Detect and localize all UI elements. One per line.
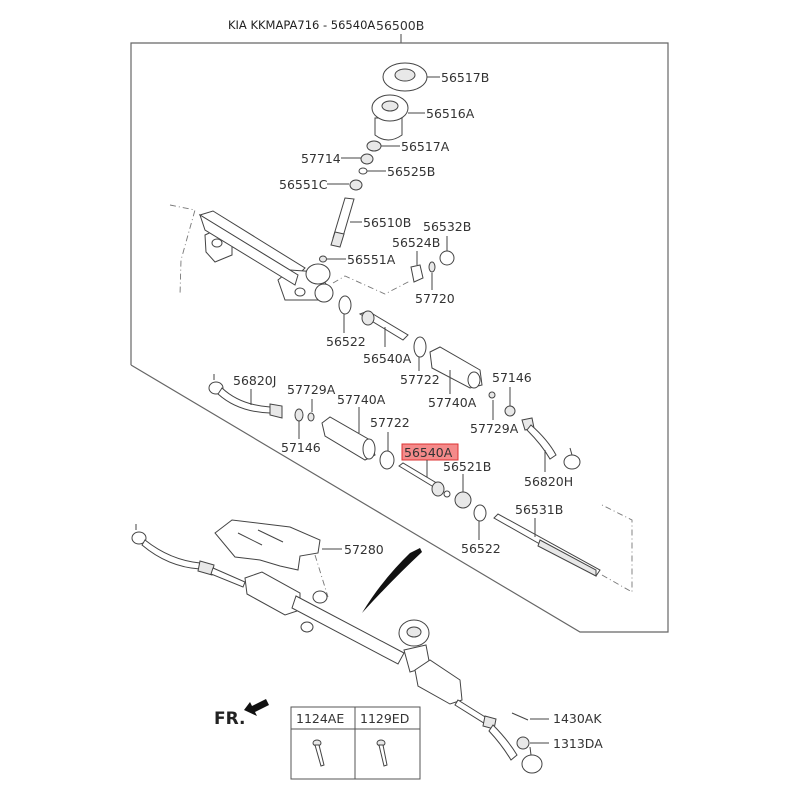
part-56525B-ring[interactable] — [358, 167, 368, 175]
part-rack-housing[interactable] — [198, 210, 334, 303]
label-56524B[interactable]: 56524B — [392, 235, 440, 250]
part-56531B-rack-bar[interactable] — [493, 513, 601, 577]
part-1430AK-cotter-pin[interactable] — [511, 712, 529, 721]
part-56522-snap-ring-lower[interactable] — [473, 504, 487, 522]
part-56551A-seal[interactable] — [319, 255, 327, 263]
label-56522-upper[interactable]: 56522 — [326, 334, 366, 349]
bolt-table — [290, 706, 421, 780]
housing-phantom-right — [332, 275, 411, 295]
part-1313DA-nut[interactable] — [516, 736, 530, 750]
label-56820H[interactable]: 56820H — [524, 474, 573, 489]
label-56516A[interactable]: 56516A — [426, 106, 475, 121]
label-56531B[interactable]: 56531B — [515, 502, 563, 517]
assembly-arrow — [362, 548, 422, 613]
part-56551C-nut[interactable] — [349, 179, 363, 191]
label-57146-right[interactable]: 57146 — [492, 370, 532, 385]
part-57146-locknut-left[interactable] — [294, 408, 304, 422]
part-57740A-boot-right[interactable] — [429, 346, 483, 389]
part-56521B-bushing[interactable] — [454, 491, 472, 509]
part-57722-clamp-right[interactable] — [413, 336, 427, 358]
label-56517B[interactable]: 56517B — [441, 70, 489, 85]
part-57729A-washer-left[interactable] — [307, 412, 315, 422]
part-56524B-yoke[interactable] — [410, 264, 424, 283]
label-56522-lower[interactable]: 56522 — [461, 541, 501, 556]
label-56510B[interactable]: 56510B — [363, 215, 411, 230]
part-56517B-upper-mount[interactable] — [382, 62, 428, 92]
rack-phantom — [599, 503, 633, 593]
part-56540A-inner-tie-rod-upper[interactable] — [358, 310, 409, 341]
part-56522-snap-ring-upper[interactable] — [338, 295, 352, 315]
label-56551C[interactable]: 56551C — [279, 177, 328, 192]
label-57146-left[interactable]: 57146 — [281, 440, 321, 455]
part-57146-locknut-right[interactable] — [504, 405, 516, 417]
label-57740A-left[interactable]: 57740A — [337, 392, 386, 407]
label-57280[interactable]: 57280 — [344, 542, 384, 557]
highlight-56540A — [401, 443, 459, 461]
part-56517A-bearing[interactable] — [366, 140, 382, 152]
bolt-1129ED-icon — [376, 739, 388, 767]
label-56820J[interactable]: 56820J — [233, 373, 276, 388]
bolt-table-col-1124AE[interactable]: 1124AE — [296, 711, 344, 726]
bolt-1124AE-icon — [312, 739, 325, 767]
label-57722-left[interactable]: 57722 — [370, 415, 410, 430]
assembly-part-number[interactable]: 56500B — [376, 18, 424, 33]
part-57720-spring[interactable] — [428, 261, 436, 273]
part-57722-clamp-left[interactable] — [379, 450, 395, 470]
label-56540A-highlighted[interactable]: 56540A — [404, 445, 453, 460]
part-56516A-housing[interactable] — [371, 94, 409, 141]
complete-rack-assembly[interactable] — [131, 524, 543, 774]
part-56540A-inner-tie-rod[interactable] — [398, 462, 451, 498]
label-57740A-right[interactable]: 57740A — [428, 395, 477, 410]
bolt-table-col-1129ED[interactable]: 1129ED — [360, 711, 409, 726]
part-57729A-washer-right[interactable] — [488, 391, 496, 399]
label-56540A-upper[interactable]: 56540A — [363, 351, 412, 366]
housing-phantom-left — [169, 204, 196, 296]
assembly-frame — [130, 42, 669, 633]
part-57714-bearing[interactable] — [360, 153, 374, 165]
diagram-title: KIA KKMAPA716 - 56540A — [228, 18, 375, 32]
label-57729A-right[interactable]: 57729A — [470, 421, 519, 436]
label-56521B[interactable]: 56521B — [443, 459, 491, 474]
label-1430AK[interactable]: 1430AK — [553, 711, 602, 726]
label-56532B[interactable]: 56532B — [423, 219, 471, 234]
label-57720[interactable]: 57720 — [415, 291, 455, 306]
label-57729A-left[interactable]: 57729A — [287, 382, 336, 397]
part-56820H-tie-rod-end-right[interactable] — [521, 417, 581, 470]
part-57280-heat-shield[interactable] — [214, 519, 321, 571]
label-56525B[interactable]: 56525B — [387, 164, 435, 179]
label-57722-right[interactable]: 57722 — [400, 372, 440, 387]
front-direction-label: FR. — [214, 709, 245, 729]
label-57714[interactable]: 57714 — [301, 151, 341, 166]
front-direction-arrow-icon — [244, 699, 269, 716]
part-57740A-boot-left[interactable] — [321, 416, 376, 461]
label-56551A[interactable]: 56551A — [347, 252, 396, 267]
part-56510B-pinion[interactable] — [330, 197, 355, 248]
label-56517A[interactable]: 56517A — [401, 139, 450, 154]
label-1313DA[interactable]: 1313DA — [553, 736, 603, 751]
part-56820J-tie-rod-end-left[interactable] — [208, 374, 283, 419]
part-56532B-plug[interactable] — [439, 250, 455, 266]
